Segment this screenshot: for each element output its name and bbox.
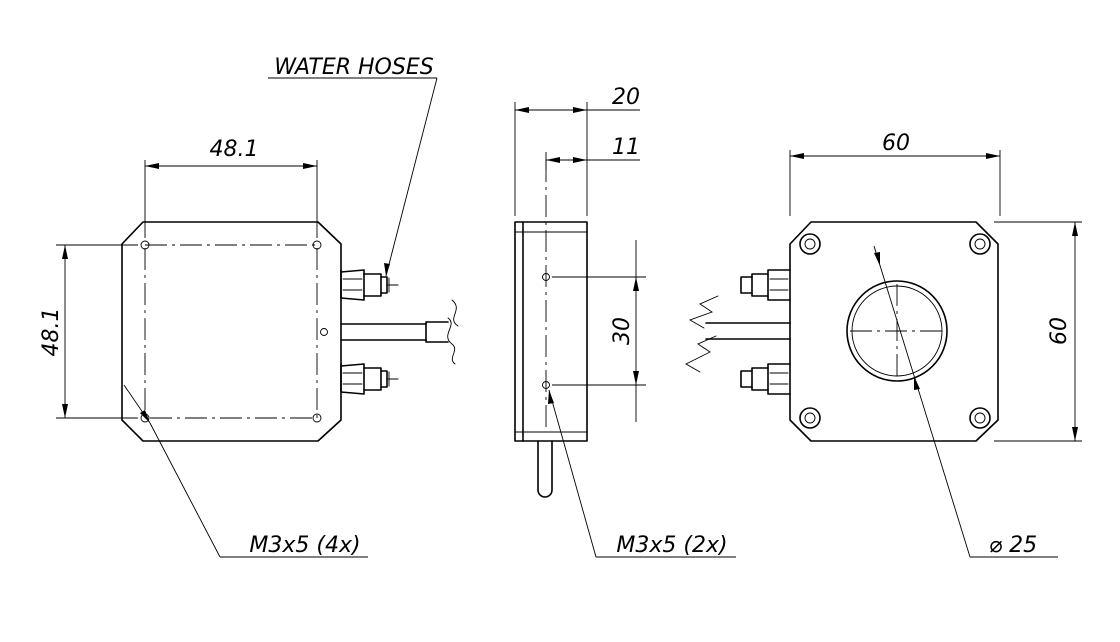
side-depth-total-dimension (514, 102, 640, 216)
front-cable (340, 299, 459, 365)
back-bore-outer (846, 280, 948, 382)
front-width-label: 48.1 (210, 137, 259, 162)
back-bore-label: ⌀ 25 (989, 533, 1037, 558)
side-depth-total-label: 20 (612, 85, 640, 110)
back-bore-leader (873, 245, 1058, 558)
back-height-dimension (994, 221, 1082, 442)
side-hole-spacing-dimension (552, 240, 646, 422)
back-body-outline (789, 221, 999, 442)
front-upper-fitting (340, 269, 399, 301)
side-holes-leader (548, 389, 736, 558)
front-holes-label: M3x5 (4x) (249, 533, 360, 558)
back-screw-top-right (969, 233, 991, 255)
front-hole-pattern-lines (144, 244, 318, 419)
side-rod (537, 440, 553, 498)
water-hoses-label: WATER HOSES (274, 55, 433, 80)
side-hole-spacing-label: 30 (610, 317, 635, 345)
side-holes-label: M3x5 (2x) (616, 533, 727, 558)
front-hole-top-left (140, 240, 150, 250)
back-height-label: 60 (1047, 317, 1072, 345)
back-cable (685, 295, 791, 373)
front-body-outline (121, 221, 342, 442)
back-screw-bottom-left (799, 407, 821, 429)
back-screw-top-left (799, 233, 821, 255)
front-width-dimension (144, 160, 318, 238)
front-hole-top-right (312, 240, 322, 250)
back-upper-fitting (740, 269, 791, 301)
back-lower-fitting (740, 363, 791, 395)
water-hoses-leader (268, 77, 438, 277)
side-view: 20 11 30 M3x5 (2x) (514, 85, 736, 558)
front-view: 48.1 48.1 WATER HOSES M3x5 (4x) (39, 55, 459, 558)
side-depth-partial-label: 11 (612, 135, 640, 160)
back-view: 60 60 ⌀ 25 (685, 131, 1082, 558)
back-width-label: 60 (882, 131, 910, 156)
side-depth-partial-dimension (545, 152, 640, 170)
side-body-outline (514, 221, 588, 442)
front-center-port (320, 328, 328, 336)
front-holes-leader (123, 384, 368, 558)
front-lower-fitting (340, 363, 399, 395)
front-height-dimension (56, 244, 138, 419)
back-width-dimension (789, 150, 1001, 216)
front-height-label: 48.1 (39, 308, 64, 357)
front-hole-bottom-right (312, 413, 322, 423)
back-screw-bottom-right (969, 407, 991, 429)
